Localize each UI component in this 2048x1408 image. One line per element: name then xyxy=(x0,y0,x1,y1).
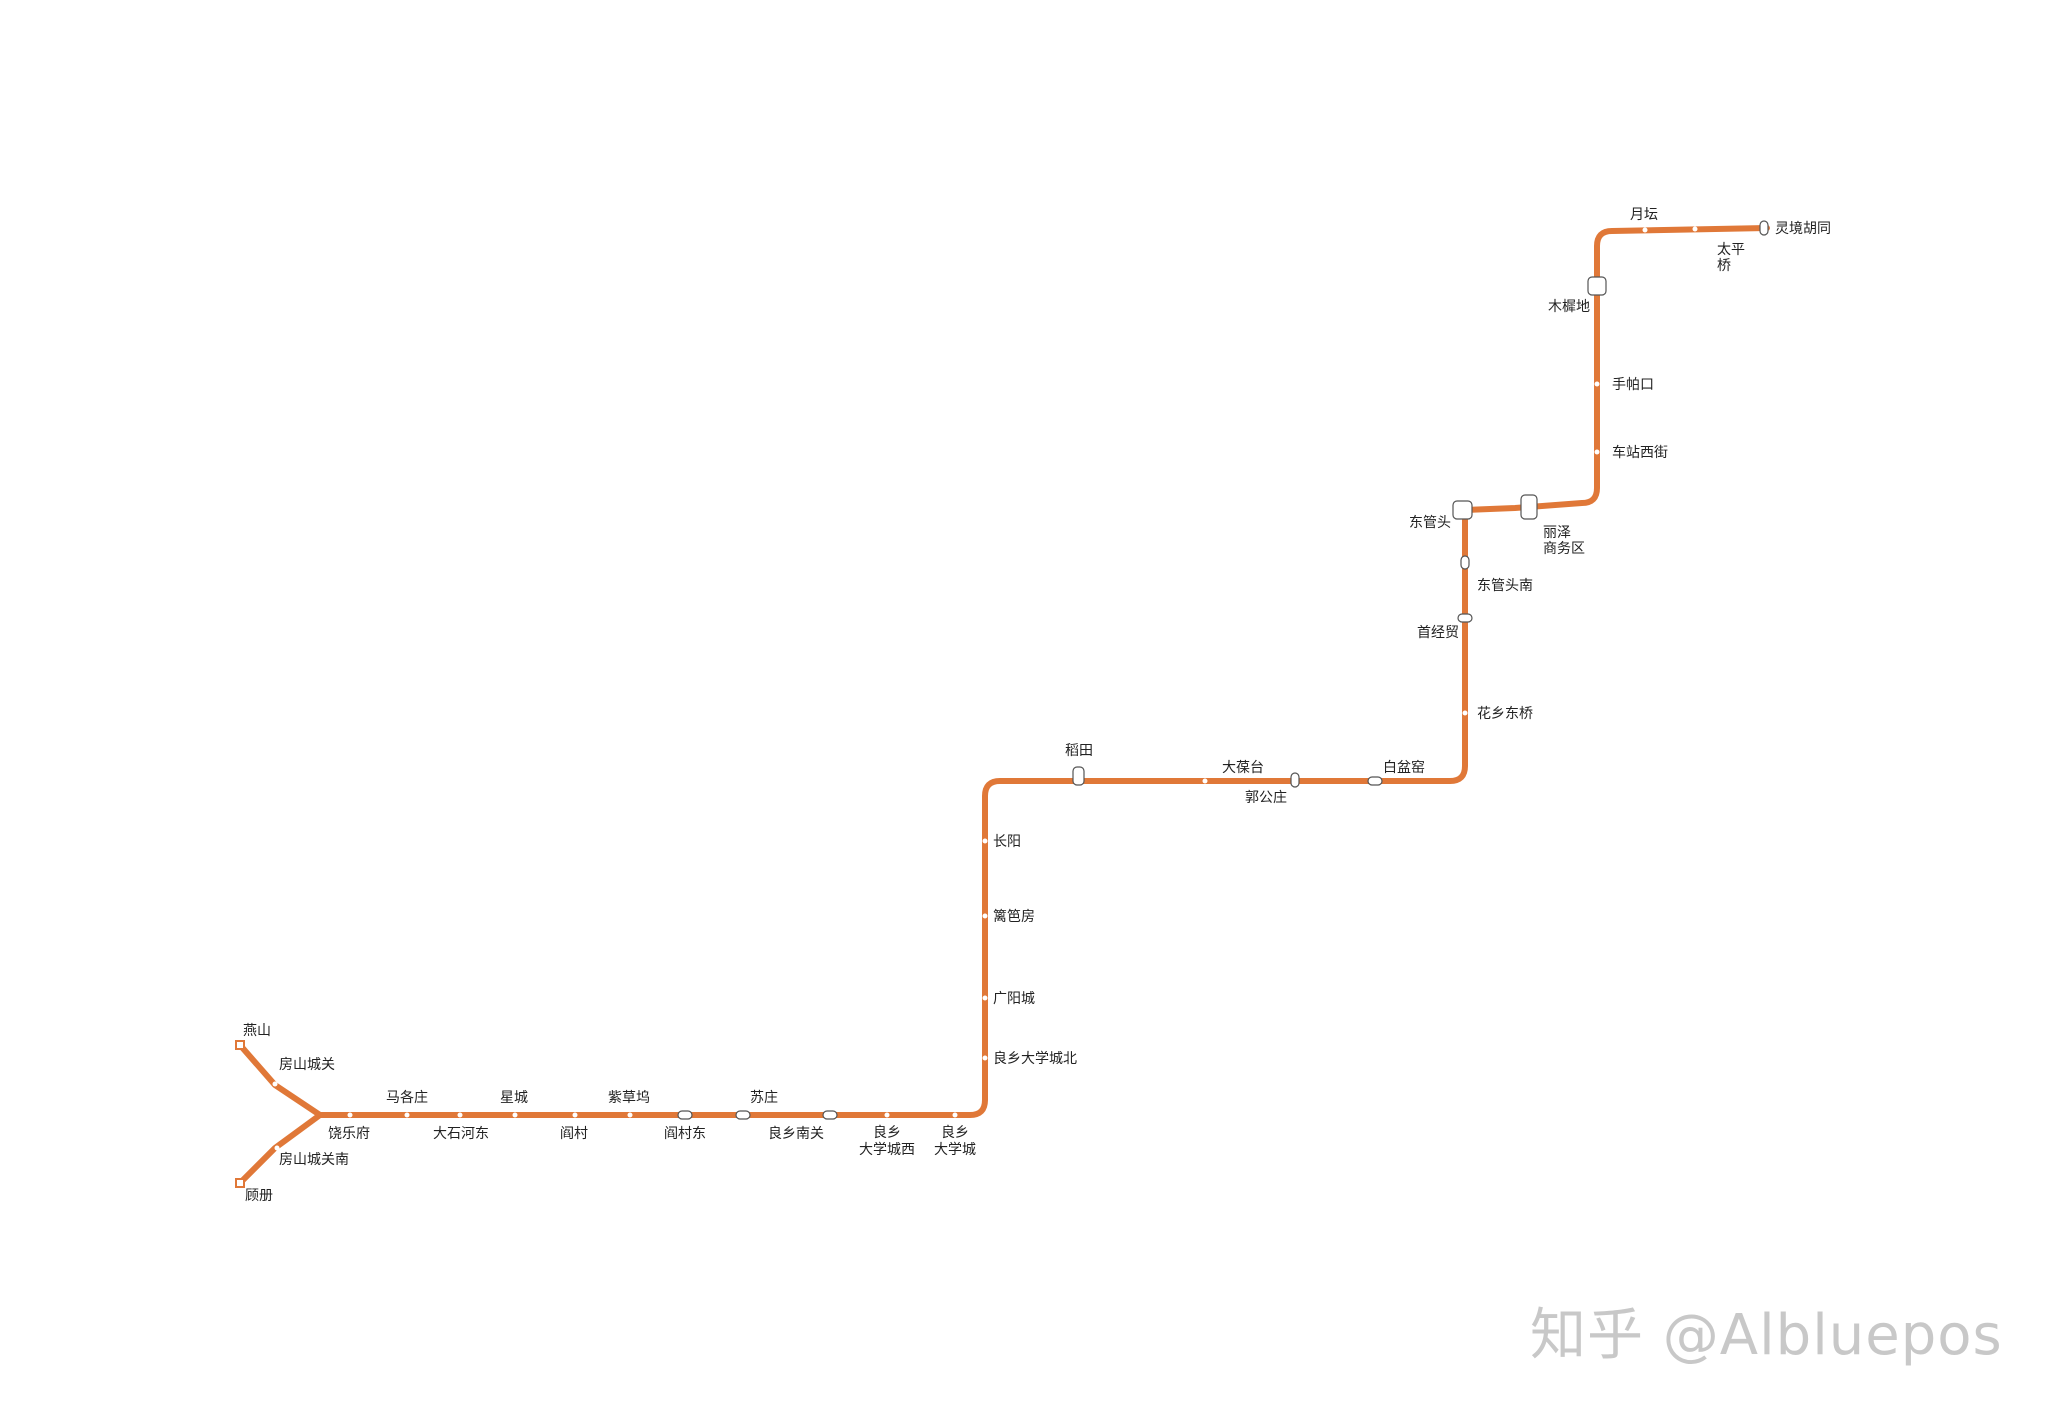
line-route xyxy=(237,225,1770,1186)
label-taipingqiao-2: 桥 xyxy=(1717,258,1731,274)
station-marker-guangyangcheng[interactable] xyxy=(982,995,988,1001)
station-marker-huaxiangdongqiao[interactable] xyxy=(1462,710,1468,716)
label-guce: 顾册 xyxy=(245,1188,273,1204)
yanshan-branch xyxy=(237,1042,323,1118)
station-marker-libafang[interactable] xyxy=(982,913,988,919)
station-marker-mageszhuang[interactable] xyxy=(404,1112,410,1118)
label-shoujingmao: 首经贸 xyxy=(1417,625,1459,641)
label-dashihedong: 大石河东 xyxy=(433,1126,489,1142)
label-yancundong: 阎村东 xyxy=(664,1126,706,1142)
label-fangshan-chengguan: 房山城关 xyxy=(279,1057,335,1073)
station-marker-yancundong[interactable] xyxy=(677,1110,693,1120)
station-marker-guce[interactable] xyxy=(235,1178,245,1188)
station-marker-dongguantou[interactable] xyxy=(1452,500,1473,520)
label-shoupakou: 手帕口 xyxy=(1612,377,1654,393)
watermark: 知乎 @Albluepos xyxy=(1530,1303,2003,1368)
station-marker-yanshan[interactable] xyxy=(235,1040,245,1050)
station-marker-lize[interactable] xyxy=(1520,494,1538,520)
label-dabaotai: 大葆台 xyxy=(1222,760,1264,776)
station-marker-shoujingmao[interactable] xyxy=(1457,613,1473,623)
label-dongguantou: 东管头 xyxy=(1409,515,1451,531)
station-marker-guogongzhuang[interactable] xyxy=(1290,772,1300,788)
label-changyang: 长阳 xyxy=(993,834,1021,850)
station-marker-dashihedong[interactable] xyxy=(457,1112,463,1118)
station-marker-fangshan-chengguan[interactable] xyxy=(272,1081,278,1087)
station-markers xyxy=(235,220,1769,1188)
station-marker-xingcheng[interactable] xyxy=(512,1112,518,1118)
label-guogongzhuang: 郭公庄 xyxy=(1245,789,1287,806)
label-daotian: 稻田 xyxy=(1065,743,1093,759)
label-liangxiang-daxuecheng-2: 大学城 xyxy=(934,1142,976,1158)
station-labels: 燕山 房山城关 房山城关南 顾册 饶乐府 马各庄 大石河东 星城 阎村 紫草坞 … xyxy=(243,207,1831,1204)
label-liangxiang-daxuecheng-1: 良乡 xyxy=(941,1125,969,1141)
station-marker-yancun[interactable] xyxy=(572,1112,578,1118)
label-liangxiang-nanguan: 良乡南关 xyxy=(768,1126,824,1142)
label-raolefu: 饶乐府 xyxy=(328,1126,370,1142)
label-yuetan: 月坛 xyxy=(1630,207,1658,223)
label-fangshan-chengguan-nan: 房山城关南 xyxy=(279,1152,349,1168)
label-muxidi: 木樨地 xyxy=(1548,299,1590,315)
label-guangyangcheng: 广阳城 xyxy=(993,991,1035,1007)
label-lize-2: 商务区 xyxy=(1543,541,1585,557)
station-marker-muxidi[interactable] xyxy=(1587,276,1607,296)
station-marker-baipenyao[interactable] xyxy=(1367,776,1383,786)
station-marker-raolefu[interactable] xyxy=(347,1112,353,1118)
station-marker-zicaowu[interactable] xyxy=(627,1112,633,1118)
station-marker-liangxiang-daxuechengbei[interactable] xyxy=(982,1055,988,1061)
station-marker-liangxiang-nanguan[interactable] xyxy=(822,1110,838,1120)
label-liangxiang-daxuechengxi-2: 大学城西 xyxy=(859,1142,915,1158)
station-marker-daotian[interactable] xyxy=(1072,766,1085,786)
label-lize-1: 丽泽 xyxy=(1543,525,1571,541)
station-marker-liangxiang-daxuecheng[interactable] xyxy=(952,1112,958,1118)
label-zicaowu: 紫草坞 xyxy=(608,1090,650,1106)
label-chezhanxijie: 车站西街 xyxy=(1612,444,1668,461)
station-marker-shoupakou[interactable] xyxy=(1594,381,1600,387)
station-marker-suzhuang[interactable] xyxy=(735,1110,751,1120)
label-lingjinghutong: 灵境胡同 xyxy=(1775,221,1831,237)
label-xingcheng: 星城 xyxy=(500,1090,528,1106)
label-huaxiangdongqiao: 花乡东桥 xyxy=(1477,706,1533,722)
station-marker-fangshan-chengguan-nan[interactable] xyxy=(274,1145,280,1151)
guce-branch xyxy=(237,1112,323,1186)
main-line xyxy=(317,225,1770,1118)
station-marker-yuetan[interactable] xyxy=(1642,227,1648,233)
station-marker-taipingqiao[interactable] xyxy=(1692,226,1698,232)
label-yancun: 阎村 xyxy=(560,1126,588,1142)
label-mageszhuang: 马各庄 xyxy=(386,1089,428,1106)
label-baipenyao: 白盆窑 xyxy=(1383,759,1425,776)
label-taipingqiao-1: 太平 xyxy=(1717,242,1745,258)
station-marker-chezhanxijie[interactable] xyxy=(1594,449,1600,455)
station-marker-lingjinghutong[interactable] xyxy=(1759,220,1769,236)
station-marker-dongguantounan[interactable] xyxy=(1460,555,1470,570)
label-dongguantounan: 东管头南 xyxy=(1477,578,1533,594)
label-liangxiang-daxuechengxi-1: 良乡 xyxy=(873,1125,901,1141)
label-suzhuang: 苏庄 xyxy=(750,1089,778,1106)
station-marker-dabaotai[interactable] xyxy=(1202,778,1208,784)
label-libafang: 篱笆房 xyxy=(993,909,1035,925)
station-marker-liangxiang-daxuechengxi[interactable] xyxy=(884,1112,890,1118)
label-yanshan: 燕山 xyxy=(243,1023,271,1039)
station-marker-changyang[interactable] xyxy=(982,838,988,844)
label-liangxiang-daxuechengbei: 良乡大学城北 xyxy=(993,1051,1077,1067)
